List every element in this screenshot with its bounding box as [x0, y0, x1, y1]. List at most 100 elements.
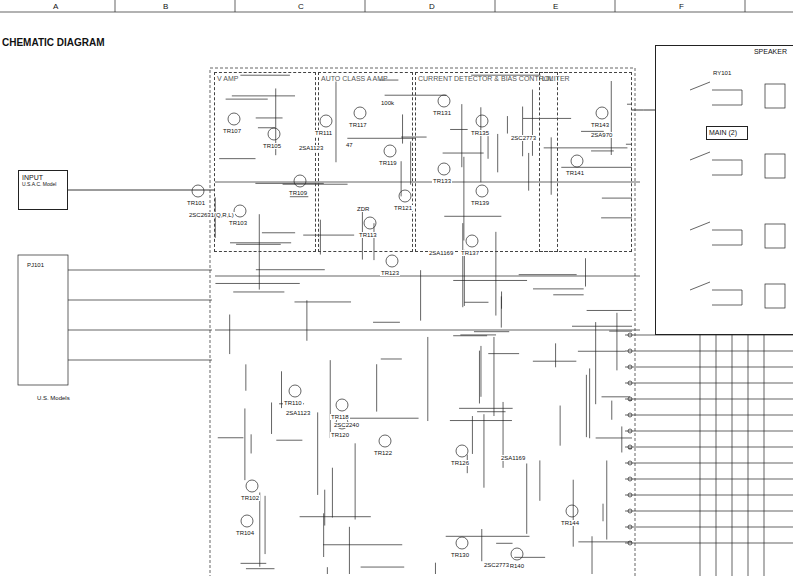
- bus-wire: [625, 511, 793, 512]
- bus-wire: [732, 335, 733, 576]
- wire: [561, 167, 632, 168]
- transistor-symbol: [336, 399, 348, 411]
- part-label: TR101: [186, 200, 206, 206]
- transistor-symbol: [456, 445, 468, 457]
- circuit-block: LIMITER: [539, 72, 632, 252]
- wire: [230, 242, 291, 243]
- part-label: TR131: [432, 110, 452, 116]
- wire: [611, 401, 612, 420]
- terminal: [628, 461, 632, 465]
- wire: [488, 136, 489, 159]
- wire: [603, 504, 604, 522]
- circuit-block: CURRENT DETECTOR & BIAS CONTROL: [415, 72, 558, 252]
- wire: [241, 563, 267, 564]
- wire: [596, 437, 632, 438]
- bus-wire: [625, 479, 793, 480]
- wire: [294, 301, 351, 302]
- transistor-symbol: [241, 515, 253, 527]
- wire: [589, 368, 590, 438]
- part-label: RY101: [712, 70, 732, 76]
- terminal: [628, 381, 632, 385]
- wire: [532, 90, 533, 156]
- terminal: [628, 509, 632, 513]
- wire: [446, 536, 530, 537]
- wire: [539, 460, 540, 500]
- grid-letter: F: [678, 3, 685, 11]
- wire: [572, 326, 632, 327]
- part-label: TR122: [373, 450, 393, 456]
- wire: [522, 107, 523, 157]
- wire: [402, 114, 403, 143]
- part-label: U.S. Models: [36, 395, 71, 401]
- part-label: TR111: [314, 130, 333, 136]
- column-divider: [745, 0, 746, 12]
- block-heading: CURRENT DETECTOR & BIAS CONTROL: [418, 75, 555, 83]
- wire: [495, 232, 496, 316]
- wire: [347, 138, 415, 139]
- grid-letter: A: [52, 3, 59, 11]
- wire: [320, 220, 321, 255]
- part-label: 2SA970: [590, 132, 613, 138]
- terminal: [628, 445, 632, 449]
- wire: [300, 516, 371, 517]
- bus-wire: [625, 383, 793, 384]
- part-label: TR126: [450, 460, 470, 466]
- wire: [496, 543, 512, 544]
- part-label: TR121: [393, 205, 413, 211]
- wire: [461, 104, 462, 167]
- wire: [290, 196, 308, 197]
- wire: [528, 153, 529, 191]
- part-label: TR109: [288, 190, 308, 196]
- wire: [281, 371, 282, 408]
- wire: [472, 416, 473, 454]
- column-divider: [615, 0, 616, 12]
- wire: [453, 335, 487, 336]
- block-heading: U.S.A.C. Model: [22, 182, 64, 188]
- bus-wire: [625, 351, 793, 352]
- bus-wire: [764, 335, 765, 576]
- wire: [544, 147, 628, 148]
- wire: [361, 567, 405, 568]
- wire: [344, 418, 418, 419]
- circuit-block: SPEAKERMAIN (2): [655, 45, 793, 335]
- part-label: TR144: [560, 520, 580, 526]
- bus-wire: [716, 335, 717, 576]
- transistor-symbol: [192, 185, 204, 197]
- wire: [611, 81, 612, 155]
- speaker-terminal: [765, 154, 785, 178]
- wire: [420, 270, 421, 320]
- part-label: TR113: [358, 232, 378, 238]
- wire: [553, 294, 583, 295]
- transistor-symbol: [571, 155, 583, 167]
- wire: [229, 315, 230, 355]
- grid-letter: B: [162, 3, 169, 11]
- part-label: 100k: [380, 100, 395, 106]
- wire: [514, 557, 545, 558]
- speaker-terminal: [765, 84, 785, 108]
- terminal: [628, 493, 632, 497]
- relay-contact: [690, 222, 742, 245]
- wire: [483, 414, 484, 487]
- part-label: TR102: [240, 495, 260, 501]
- terminal: [628, 349, 632, 353]
- wire: [324, 490, 325, 526]
- wire: [464, 302, 488, 303]
- wire: [460, 334, 496, 335]
- wire: [323, 544, 402, 545]
- transistor-symbol: [399, 190, 411, 202]
- wire: [335, 82, 336, 163]
- part-label: TR118: [330, 414, 350, 420]
- block-heading: AUTO CLASS A AMP: [321, 75, 410, 83]
- amp-boundary: [210, 68, 635, 576]
- wire: [591, 150, 614, 151]
- transistor-symbol: [228, 113, 240, 125]
- wire: [573, 480, 574, 547]
- grid-letter: C: [297, 3, 305, 11]
- terminal: [628, 333, 632, 337]
- wire: [555, 343, 556, 367]
- wire: [497, 134, 498, 172]
- wire: [459, 408, 513, 409]
- bus-wire: [625, 367, 793, 368]
- wire: [381, 358, 402, 359]
